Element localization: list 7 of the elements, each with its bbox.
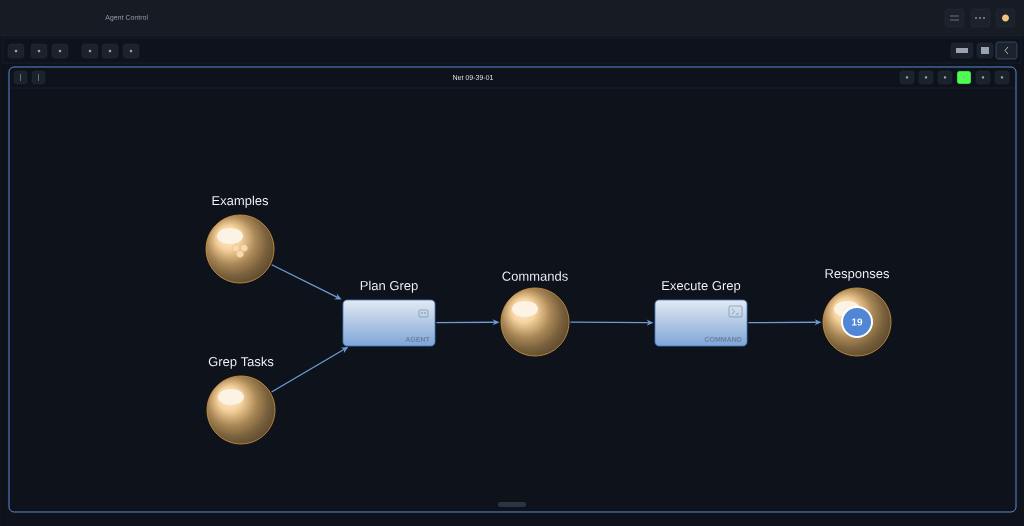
- node-label: Responses: [825, 269, 890, 281]
- node-label: Examples: [212, 195, 269, 208]
- node-label: Commands: [502, 271, 568, 281]
- node-label: Plan Grep: [360, 280, 418, 293]
- node-label: Execute Grep: [662, 281, 741, 293]
- node-label: Grep Tasks: [208, 356, 274, 369]
- count-badge: 19: [841, 306, 873, 338]
